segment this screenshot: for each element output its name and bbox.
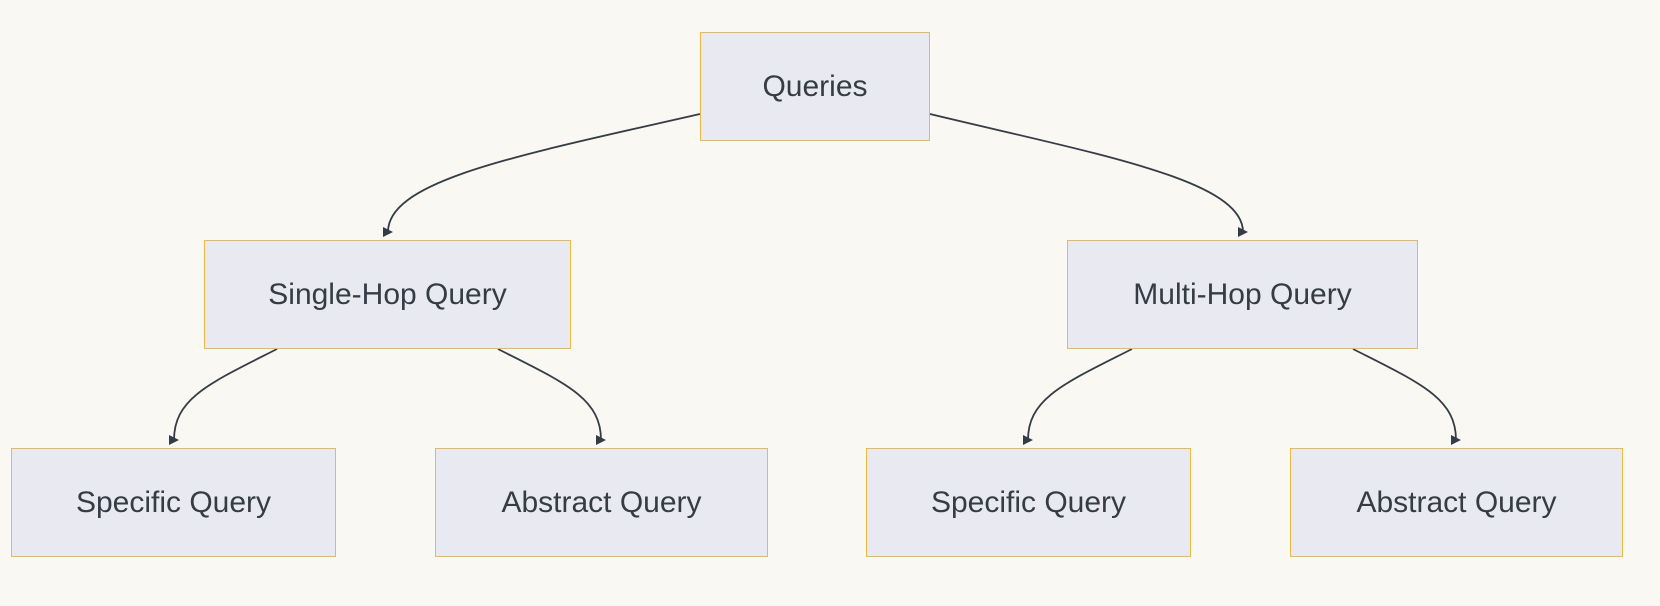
node-multi-hop-abstract-query: Abstract Query [1290,448,1623,557]
node-label: Abstract Query [501,485,702,519]
edge-single-hop-to-specific [169,348,278,445]
edge-root-to-multi-hop [929,113,1248,237]
node-multi-hop-specific-query: Specific Query [866,448,1191,557]
node-label: Multi-Hop Query [1133,277,1352,311]
edge-root-to-single-hop [383,113,701,237]
node-label: Specific Query [75,485,272,519]
node-label: Abstract Query [1356,485,1557,519]
node-queries: Queries [700,32,930,141]
edge-single-hop-to-abstract [497,348,606,445]
node-label: Queries [762,69,868,103]
node-single-hop-specific-query: Specific Query [11,448,336,557]
node-single-hop-abstract-query: Abstract Query [435,448,768,557]
node-multi-hop-query: Multi-Hop Query [1067,240,1418,349]
node-single-hop-query: Single-Hop Query [204,240,571,349]
node-label: Specific Query [930,485,1127,519]
edge-multi-hop-to-specific [1023,348,1133,445]
edge-multi-hop-to-abstract [1352,348,1461,445]
node-label: Single-Hop Query [268,277,507,311]
